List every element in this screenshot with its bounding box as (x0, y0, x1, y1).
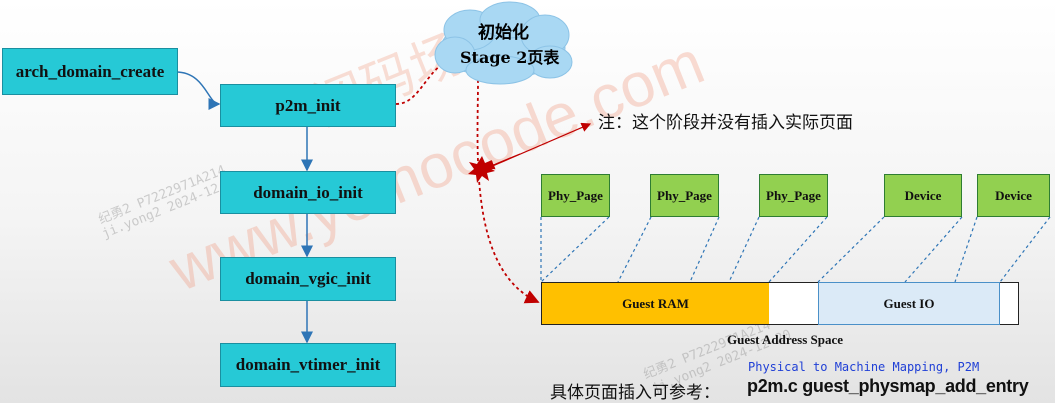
address-tail-segment (1000, 282, 1019, 325)
cloud-label-2: Stage 2页表 (460, 48, 560, 67)
p2m-caption: Physical to Machine Mapping, P2M (748, 360, 980, 374)
footer-code: p2m.c guest_physmap_add_entry (747, 376, 1029, 396)
device-box-2: Device (977, 174, 1050, 217)
arch-domain-create-box: arch_domain_create (2, 48, 178, 95)
burst-icon (468, 156, 495, 183)
phy-page-box-3: Phy_Page (759, 174, 828, 217)
guest-ram-segment: Guest RAM (541, 282, 770, 325)
footer-prefix: 具体页面插入可参考： (550, 383, 720, 403)
mapping-lines (540, 216, 1051, 283)
p2m-init-box: p2m_init (220, 84, 396, 127)
arrow-create-to-p2m (175, 71, 221, 110)
domain-vtimer-init-box: domain_vtimer_init (220, 343, 396, 387)
device-box-1: Device (884, 174, 962, 217)
phy-page-box-2: Phy_Page (650, 174, 719, 217)
address-gap-segment (769, 282, 819, 325)
note-text: 注：这个阶段并没有插入实际页面 (598, 113, 853, 133)
domain-io-init-box: domain_io_init (220, 171, 396, 214)
domain-vgic-init-box: domain_vgic_init (220, 257, 396, 301)
phy-page-box-1: Phy_Page (541, 174, 610, 217)
arrow-p2m-to-cloud (395, 56, 454, 105)
cloud-label-1: 初始化 (478, 23, 529, 43)
guest-io-segment: Guest IO (818, 282, 1000, 325)
address-space-caption: Guest Address Space (727, 332, 844, 347)
